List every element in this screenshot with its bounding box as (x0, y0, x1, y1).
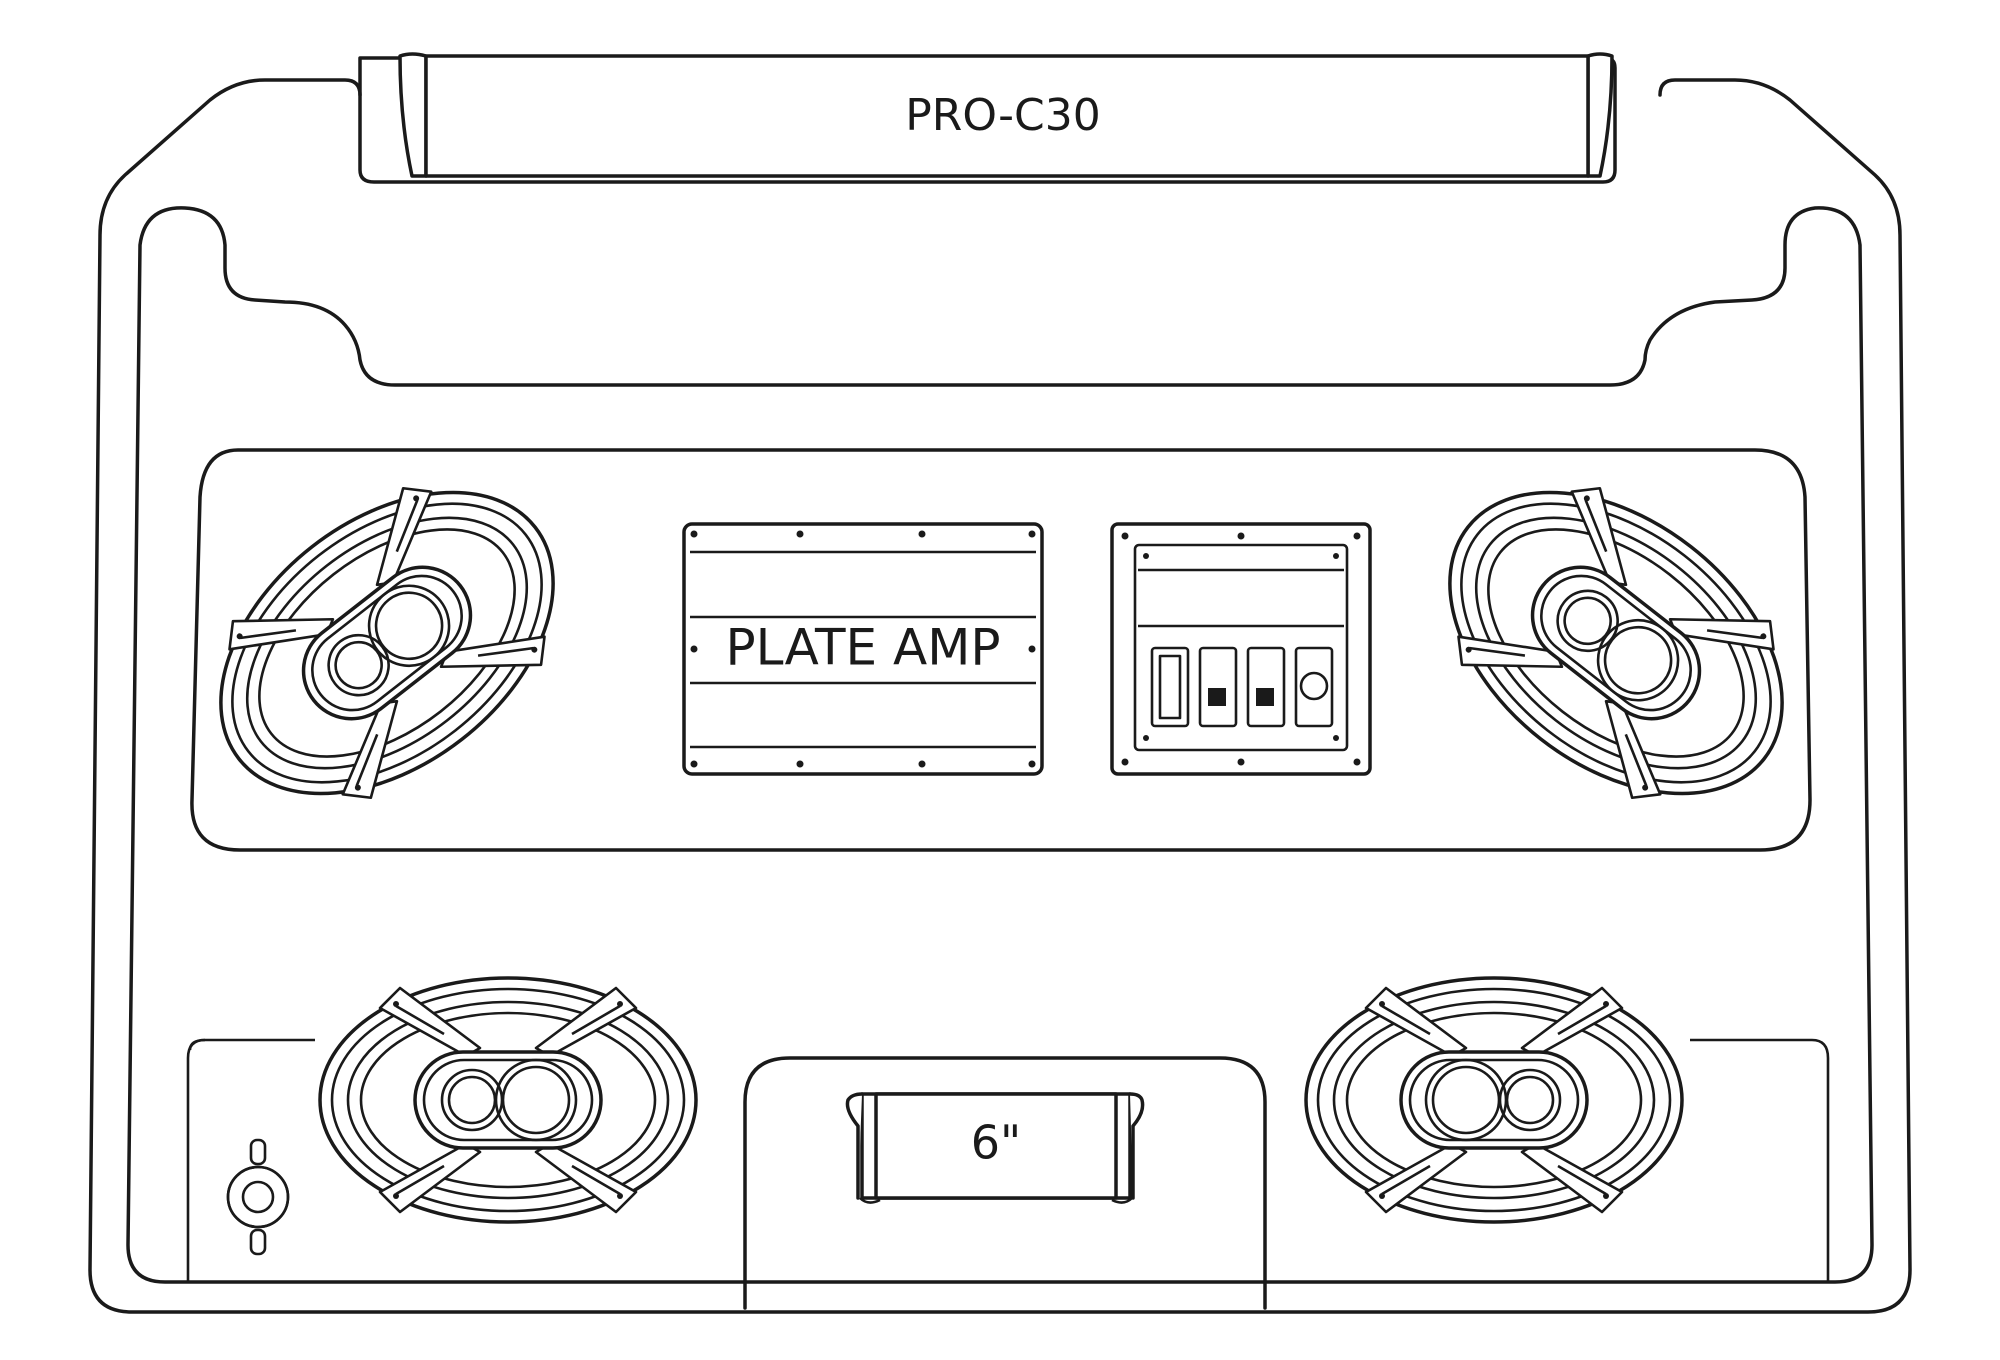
top-plate: PRO-C30 (358, 52, 1617, 184)
speaker-lower-left (318, 976, 698, 1224)
plate-amp: PLATE AMP (682, 522, 1044, 776)
top-plate-label: PRO-C30 (905, 90, 1101, 141)
switch-panel-icon (1110, 522, 1372, 776)
lower-panel (186, 1038, 1830, 1282)
keyhole-connector-icon (226, 1138, 290, 1256)
housing (88, 78, 1912, 1314)
bottom-plate: 6" (845, 1092, 1145, 1204)
bottom-plate-label: 6" (971, 1116, 1021, 1170)
plate-amp-label: PLATE AMP (726, 619, 1001, 677)
middle-panel (190, 448, 1812, 852)
speaker-upper-right (1390, 429, 1842, 857)
speaker-upper-left (161, 429, 613, 857)
speaker-lower-right (1304, 976, 1684, 1224)
bottom-center-housing (743, 1056, 1267, 1310)
